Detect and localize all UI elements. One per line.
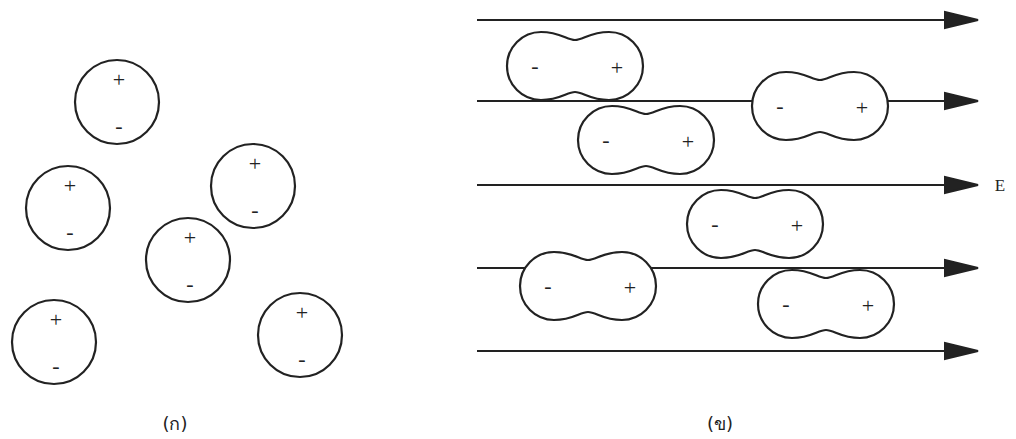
field-label: E [995, 177, 1005, 194]
nonpolar-molecule: +- [209, 142, 297, 230]
nonpolar-molecule: +- [144, 216, 232, 304]
field-line [477, 350, 950, 352]
nonpolar-molecule: +- [24, 164, 112, 252]
polarized-molecule: -+ [518, 250, 658, 322]
molecule-outline [687, 190, 823, 258]
charge-sign: + [64, 175, 76, 197]
charge-sign: - [52, 355, 59, 377]
polarized-molecule: -+ [750, 70, 890, 142]
field-line [477, 19, 950, 21]
peanut-outline [685, 188, 825, 260]
polarized-molecule: -+ [685, 188, 825, 260]
polarized-molecule: -+ [576, 104, 716, 176]
molecule-outline [258, 293, 342, 377]
charge-sign: - [602, 129, 609, 151]
charge-sign: - [531, 55, 538, 77]
polarized-molecule: -+ [505, 30, 645, 102]
charge-sign: - [298, 348, 305, 370]
charge-sign: + [682, 131, 694, 153]
molecule-outline [520, 252, 656, 320]
field-arrowhead [945, 343, 978, 359]
charge-sign: - [186, 273, 193, 295]
charge-sign: + [50, 309, 62, 331]
charge-sign: + [113, 69, 125, 91]
field-arrowhead [945, 260, 978, 276]
field-line [477, 184, 950, 186]
nonpolar-molecule: +- [73, 58, 161, 146]
peanut-outline [505, 30, 645, 102]
charge-sign: + [862, 295, 874, 317]
molecule-outline [758, 270, 894, 338]
panel-label: (ก) [162, 415, 187, 433]
peanut-outline [756, 268, 896, 340]
panel-label: (ข) [707, 415, 733, 433]
charge-sign: + [856, 97, 868, 119]
charge-sign: + [791, 215, 803, 237]
charge-sign: - [776, 95, 783, 117]
molecule-outline [752, 72, 888, 140]
molecule-outline [12, 300, 96, 384]
nonpolar-molecule: +- [256, 291, 344, 379]
field-arrowhead [945, 12, 978, 28]
molecule-outline [507, 32, 643, 100]
peanut-outline [518, 250, 658, 322]
molecule-outline [26, 166, 110, 250]
molecule-outline [211, 144, 295, 228]
charge-sign: - [251, 199, 258, 221]
peanut-outline [750, 70, 890, 142]
peanut-outline [576, 104, 716, 176]
charge-sign: + [249, 153, 261, 175]
molecule-outline [578, 106, 714, 174]
charge-sign: - [782, 293, 789, 315]
molecule-outline [75, 60, 159, 144]
field-arrowhead [945, 177, 978, 193]
field-arrowhead [945, 93, 978, 109]
charge-sign: + [611, 57, 623, 79]
charge-sign: - [711, 213, 718, 235]
charge-sign: + [184, 227, 196, 249]
charge-sign: + [296, 302, 308, 324]
charge-sign: - [544, 275, 551, 297]
polarized-molecule: -+ [756, 268, 896, 340]
molecule-outline [146, 218, 230, 302]
charge-sign: - [115, 115, 122, 137]
charge-sign: - [66, 221, 73, 243]
charge-sign: + [624, 277, 636, 299]
nonpolar-molecule: +- [10, 298, 98, 386]
